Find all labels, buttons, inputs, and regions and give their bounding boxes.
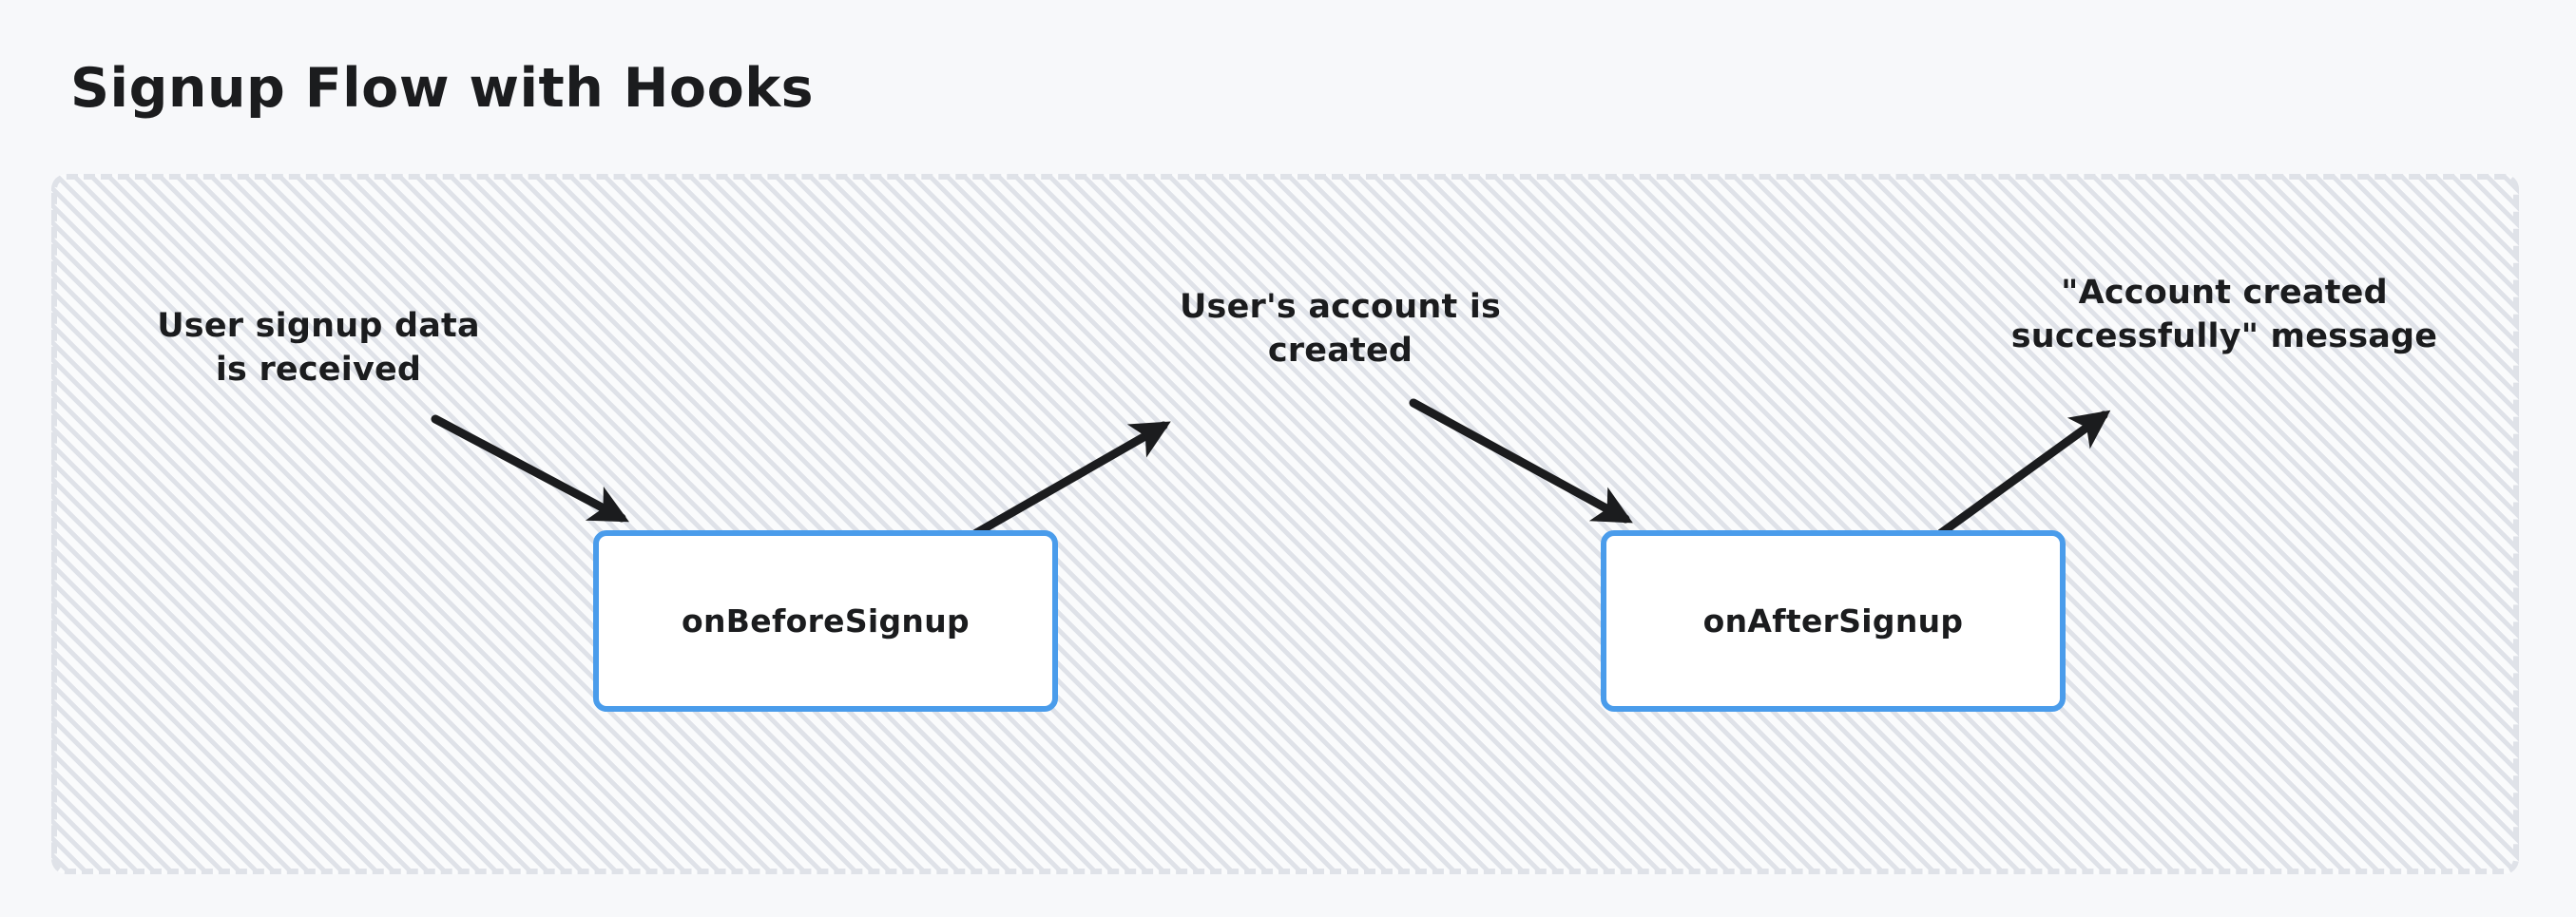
node-on-after-signup-label: onAfterSignup — [1702, 602, 1964, 640]
node-on-before-signup-label: onBeforeSignup — [682, 602, 970, 640]
node-on-after-signup[interactable]: onAfterSignup — [1601, 530, 2066, 712]
page-title: Signup Flow with Hooks — [70, 57, 815, 120]
annotation-signup-data: User signup data is received — [157, 307, 480, 389]
node-on-before-signup[interactable]: onBeforeSignup — [593, 530, 1058, 712]
annotation-account-created: User's account is created — [1179, 288, 1502, 370]
annotation-success-message: "Account created successfully" message — [2010, 274, 2438, 355]
